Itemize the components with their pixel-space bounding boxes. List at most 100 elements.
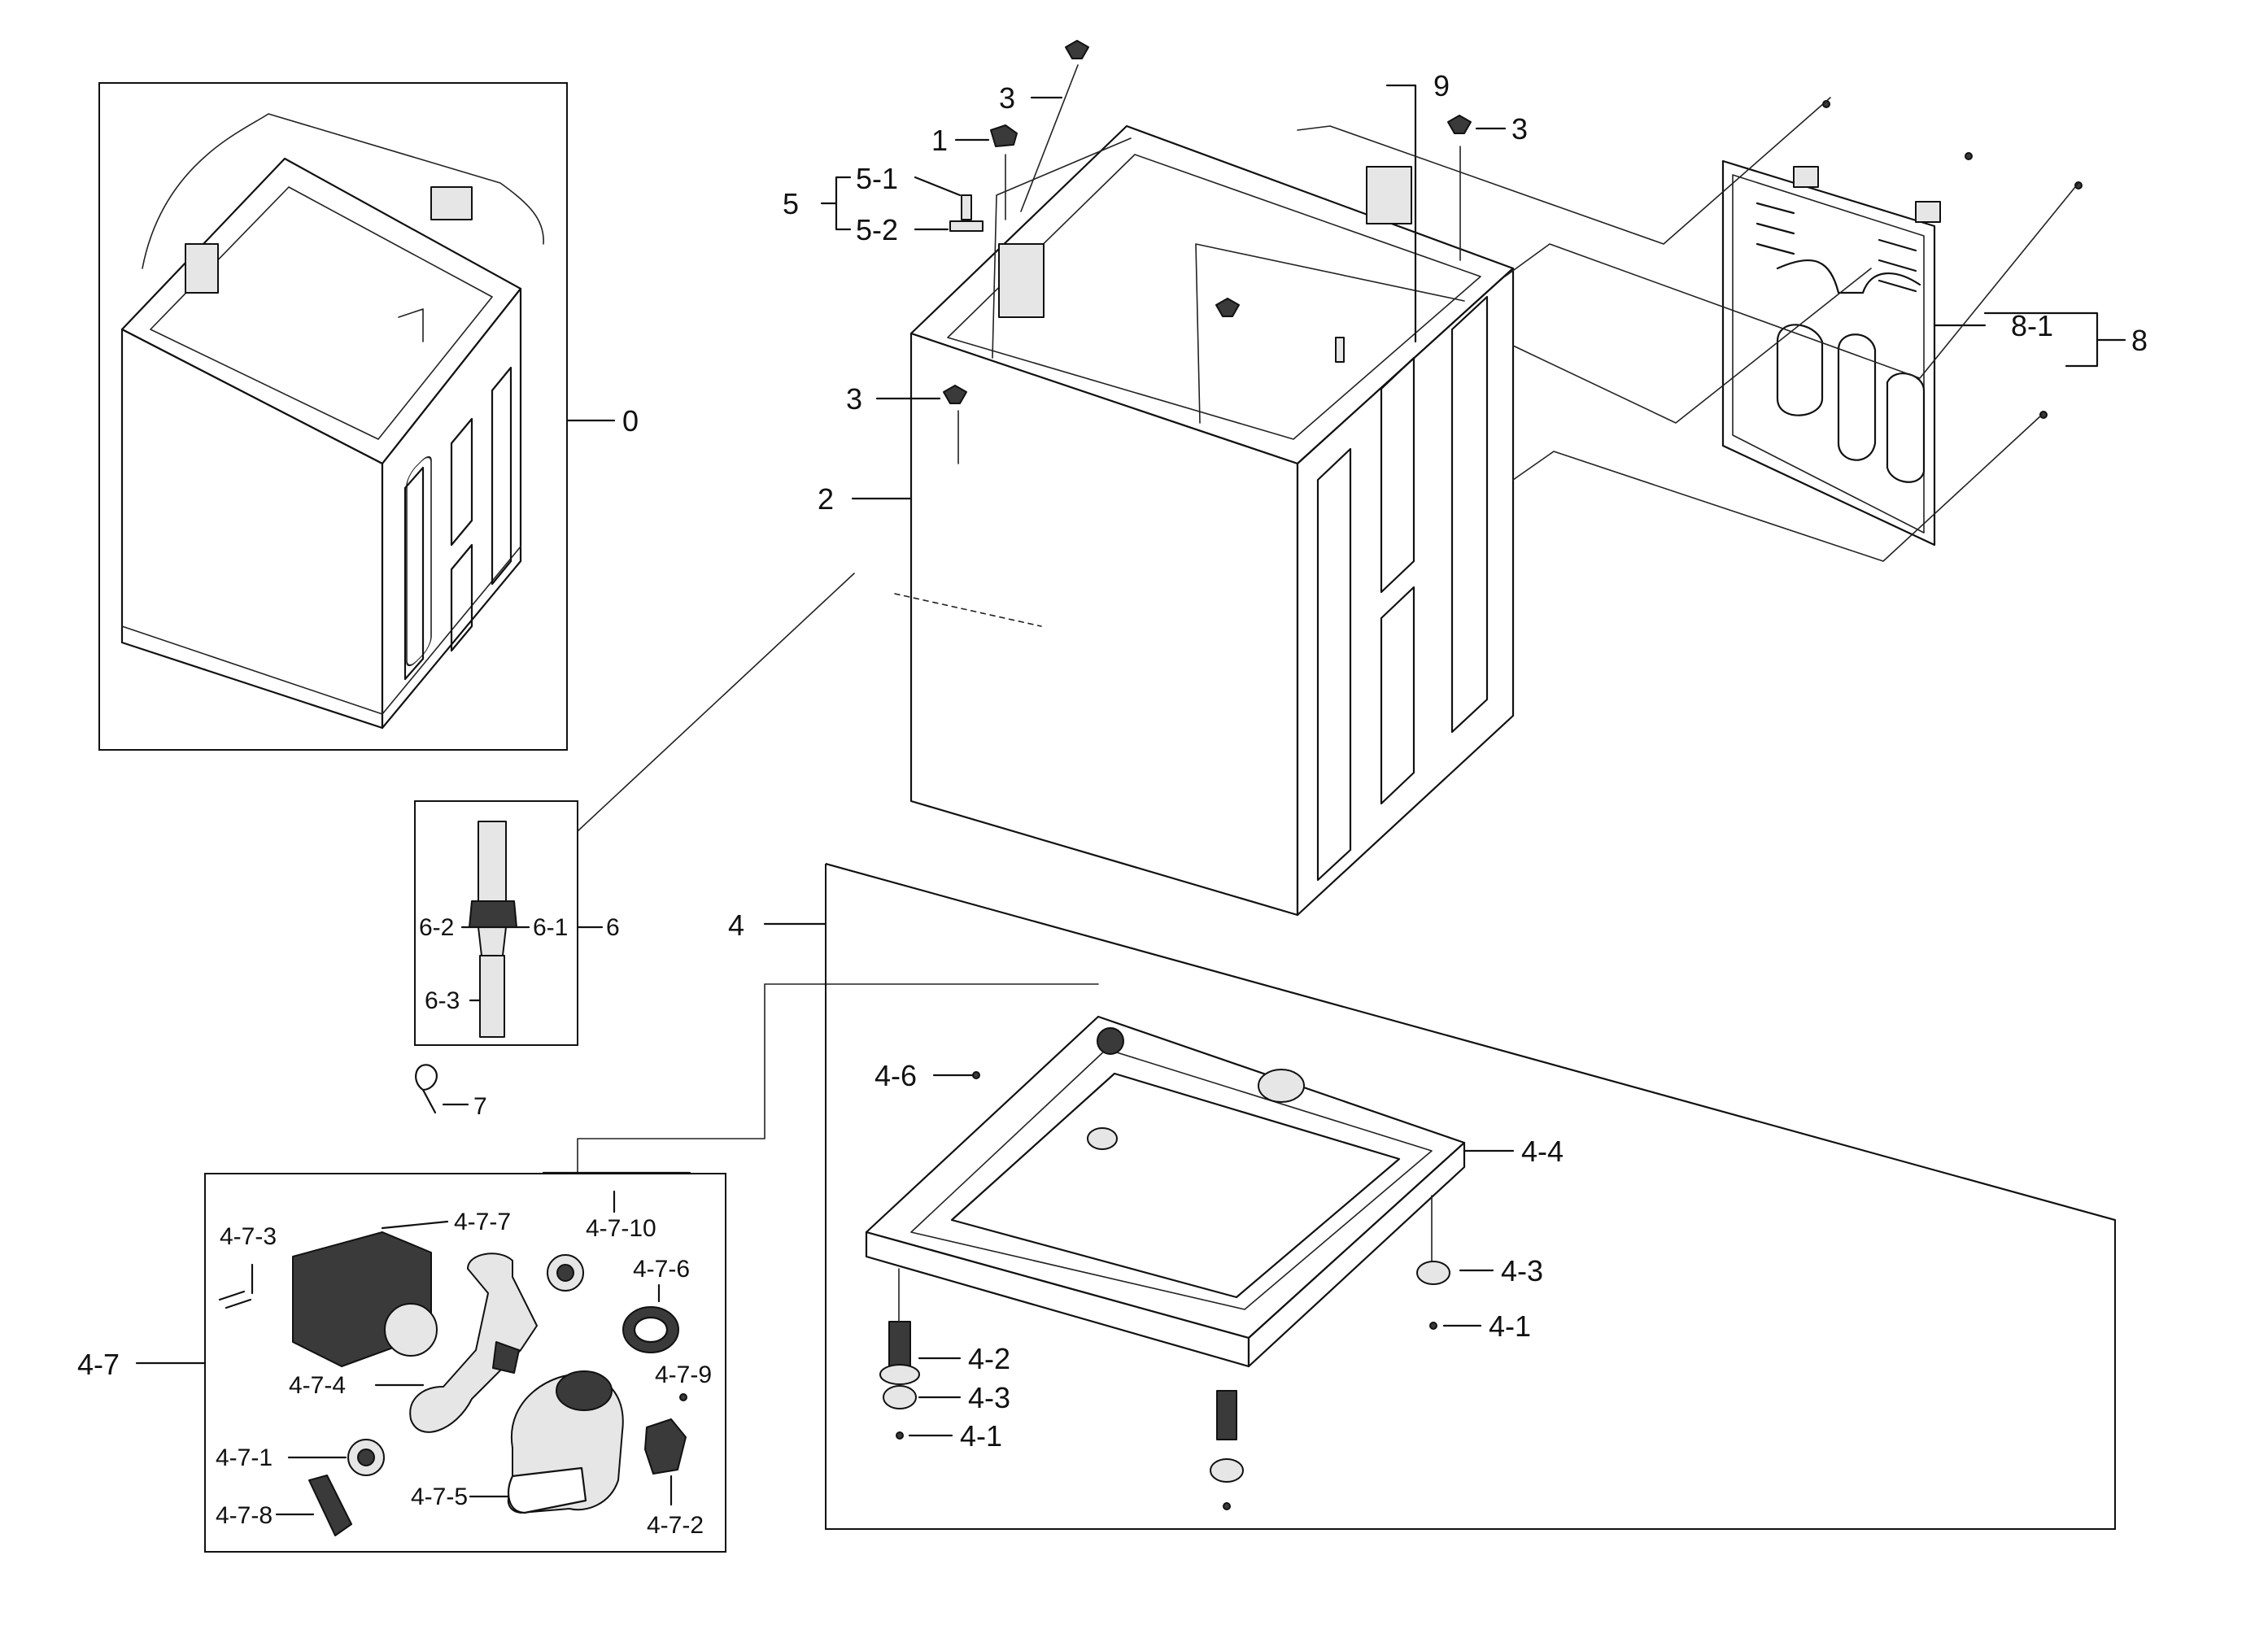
- label-4-7-1: 4-7-1: [216, 1444, 273, 1471]
- label-6: 6: [606, 914, 620, 941]
- label-4-7-9: 4-7-9: [655, 1361, 712, 1388]
- fastener-inner-a: [1215, 298, 1240, 317]
- foot-cap-4-3-right: [1416, 1261, 1450, 1285]
- back-panel-vent-slots: [1756, 202, 1917, 293]
- label-4-7-10: 4-7-10: [586, 1215, 656, 1242]
- label-6-2: 6-2: [419, 914, 454, 941]
- leveling-leg-front: [1216, 1390, 1237, 1440]
- back-panel-recess-c: [1886, 372, 1926, 483]
- label-6-3: 6-3: [425, 987, 460, 1014]
- cabinet-clip: [430, 186, 473, 220]
- label-6-1: 6-1: [533, 914, 568, 941]
- part-4-base-assembly: 4 4-6 4-4 4-3 4-1 4-2 4-3 4-1: [728, 863, 2116, 1530]
- back-panel-recess-a: [1776, 324, 1824, 416]
- pump-housing-inlet: [556, 1370, 613, 1411]
- label-7: 7: [473, 1093, 487, 1120]
- foot-screw-front: [1223, 1502, 1231, 1510]
- part-7-clip: 7: [415, 1064, 487, 1120]
- base-frame-hose-port: [1258, 1069, 1305, 1103]
- foot-cap-4-3-left: [883, 1385, 917, 1409]
- cabinet-2-top-inner: [947, 154, 1481, 440]
- foot-cap-front: [1210, 1458, 1244, 1483]
- back-panel-tab-b: [1915, 201, 1941, 223]
- hose-upper: [478, 821, 507, 904]
- cabinet-2-part-9: [1366, 166, 1412, 224]
- label-4-7-2: 4-7-2: [647, 1512, 704, 1539]
- part-4-7-pump-assembly: 4-7 4-7-10 4-7-7 4-7-3 4-7-4 4-7-6 4-7-5…: [77, 983, 1099, 1553]
- assembly-0-frame: [98, 82, 568, 751]
- label-4-1b: 4-1: [1489, 1309, 1531, 1343]
- leader-9: [1385, 84, 1417, 343]
- label-1: 1: [931, 124, 948, 157]
- fastener-3-right: [1447, 115, 1472, 134]
- label-4-7-6: 4-7-6: [633, 1256, 690, 1283]
- base-frame-channel: [950, 1072, 1401, 1299]
- clip-4-7-8: [308, 1475, 352, 1536]
- cabinet-side-emboss-a: [403, 466, 425, 681]
- foot-cap-inner: [1087, 1127, 1118, 1150]
- cabinet-2-emboss-d: [1450, 295, 1489, 734]
- align-line-a: [1297, 97, 1831, 245]
- back-screw-b: [1965, 152, 1973, 160]
- label-4: 4: [728, 908, 744, 942]
- leader-5-1: [914, 176, 962, 197]
- hose-fitting-6-2: [478, 926, 507, 956]
- cabinet-2-emboss-a: [1316, 447, 1352, 882]
- base-frame-top: [865, 1015, 1466, 1340]
- label-0: 0: [622, 404, 639, 438]
- cabinet-side-emboss-d: [491, 366, 512, 586]
- cabinet-side-emboss-b: [450, 417, 473, 547]
- nut-4-7-1-core: [357, 1449, 375, 1466]
- label-5: 5: [783, 187, 799, 220]
- assembly-0-complete-cabinet: 0: [98, 82, 639, 751]
- label-4-7-4: 4-7-4: [289, 1372, 346, 1399]
- cabinet-bracket: [185, 243, 219, 294]
- cabinet-side-emboss-c: [450, 543, 473, 652]
- align-line-d: [1512, 414, 2043, 562]
- label-5-2: 5-2: [856, 213, 898, 246]
- cabinet-base-line: [121, 546, 521, 715]
- cabinet-2-inner-left: [992, 137, 1132, 359]
- back-panel-8: [1721, 159, 1936, 547]
- assembly-6-frame: [414, 800, 578, 1046]
- drain-bracket-4-7-4: [409, 1253, 538, 1433]
- fastener-3-top: [1065, 40, 1089, 59]
- align-line-6: [577, 573, 855, 832]
- align-line-c: [1512, 268, 1872, 424]
- pump-outlet-pipe: [507, 1466, 587, 1514]
- back-screw-c: [2074, 181, 2083, 190]
- label-3c: 3: [846, 382, 862, 416]
- label-8-1: 8-1: [2011, 309, 2053, 342]
- cabinet-2-inner-back: [1195, 243, 1465, 424]
- drain-pump-impeller: [384, 1303, 438, 1357]
- label-4-1a: 4-1: [960, 1419, 1002, 1453]
- label-4-3b: 4-3: [1501, 1254, 1543, 1287]
- foot-screw-4-1-right: [1429, 1322, 1437, 1330]
- cabinet-2-hidden-line: [894, 593, 1042, 627]
- label-8: 8: [2131, 324, 2148, 357]
- label-4-3a: 4-3: [968, 1381, 1010, 1414]
- fastener-3-left: [943, 385, 967, 404]
- part-2-cabinet-body: 2: [818, 124, 1515, 917]
- label-2: 2: [818, 482, 834, 516]
- label-9: 9: [1433, 69, 1450, 102]
- base-frame-side-edge: [1247, 1141, 1466, 1368]
- screw-4-7-3-a: [218, 1290, 246, 1301]
- label-4-4: 4-4: [1521, 1135, 1564, 1168]
- cabinet-2-bracket: [998, 243, 1045, 318]
- align-line-b: [1504, 182, 2079, 379]
- drain-bracket-clip: [492, 1341, 520, 1374]
- cabinet-2-emboss-c: [1380, 586, 1415, 805]
- screw-5-1: [961, 194, 972, 220]
- seal-ring-4-7-6-hole: [633, 1316, 669, 1344]
- label-4-6: 4-6: [874, 1059, 917, 1092]
- hose-lower-6-3: [479, 955, 505, 1038]
- label-4-2: 4-2: [968, 1342, 1010, 1375]
- back-screw-d: [2039, 411, 2048, 419]
- label-5-1: 5-1: [856, 162, 898, 195]
- sensor-4-7-2: [644, 1418, 687, 1475]
- fastener-1: [990, 124, 1018, 147]
- leader-3a-drop: [1020, 64, 1079, 212]
- cabinet-lid-outline: [142, 113, 544, 269]
